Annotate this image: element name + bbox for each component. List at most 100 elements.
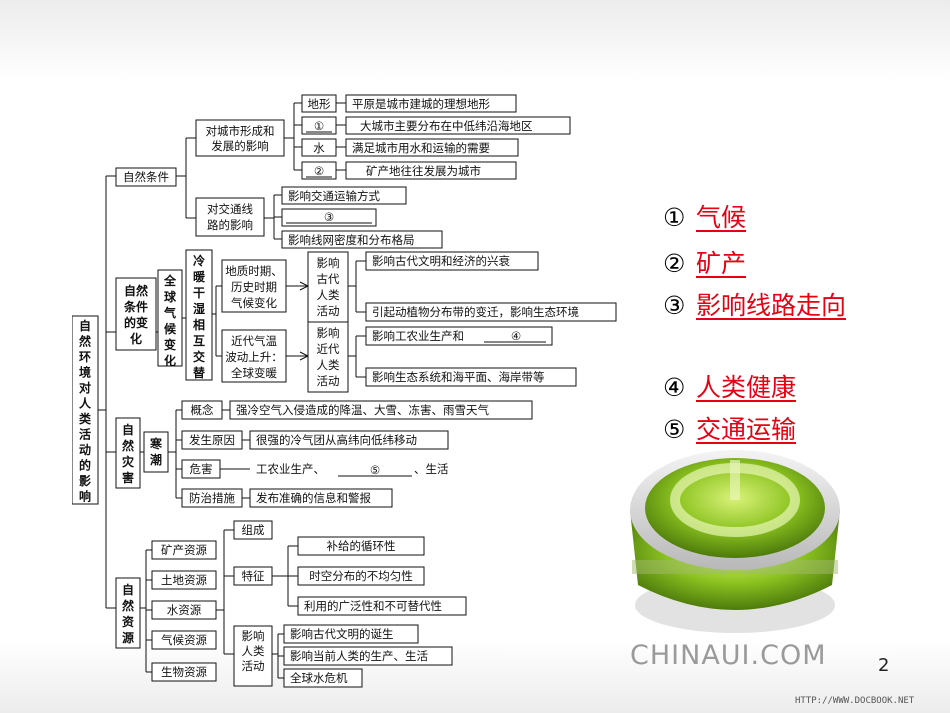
city-item-mineral: 矿产地往往发展为城市	[366, 164, 481, 178]
city-item-terrain: 平原是城市建城的理想地形	[352, 97, 490, 111]
node-cold-wave	[143, 431, 169, 473]
disaster-text-harm-tail: 、生活	[414, 462, 449, 476]
global-text-char: 候	[164, 321, 177, 336]
answer-5-num: ⑤	[663, 415, 686, 444]
node-condition-change	[115, 277, 157, 351]
traffic-item-mode: 影响交通运输方式	[288, 189, 380, 203]
influence-ancient: 影响古代文明的诞生	[290, 627, 394, 641]
geologic-item-ecology: 引起动植物分布带的变迁，影响生态环境	[372, 305, 579, 319]
condition-change-l4: 化	[130, 331, 142, 346]
node-traffic-influence	[195, 197, 265, 237]
root-text-char: 的	[79, 458, 91, 473]
cycle-text-char: 互	[193, 334, 205, 348]
modern-item-industry: 影响工农业生产和	[372, 329, 464, 343]
disaster-key-cause: 发生原因	[189, 433, 235, 447]
condition-change-l1: 自然	[124, 283, 148, 298]
power-button-logo-icon	[630, 450, 840, 633]
global-text-char: 全	[163, 273, 177, 288]
city-item-water: 满足城市用水和运输的需要	[352, 141, 490, 155]
node-city-influence	[195, 119, 285, 157]
modern-impact-l3: 人类	[317, 358, 340, 372]
modern-impact-l1: 影响	[317, 326, 340, 340]
city-key-water: 水	[313, 141, 325, 155]
influence-l3: 活动	[242, 659, 265, 673]
page-number: 2	[878, 655, 890, 676]
geologic-l1: 地质时期、	[225, 264, 283, 278]
node-resource-influence	[233, 625, 273, 687]
geologic-l2: 历史时期	[231, 280, 277, 294]
answer-4-num: ④	[663, 373, 686, 402]
global-text-char: 气	[163, 305, 176, 320]
modern-l2: 波动上升：	[225, 350, 283, 364]
node-ancient-impact	[307, 251, 349, 323]
cycle-text-char: 交	[193, 349, 205, 364]
city-item-coastal: 大城市主要分布在中低纬沿海地区	[360, 119, 533, 133]
answer-2: ② 矿产	[663, 246, 746, 282]
city-label-2: 发展的影响	[211, 139, 269, 153]
resource-feature: 特征	[242, 569, 265, 583]
root-text-char: 然	[79, 334, 91, 349]
influence-water-crisis: 全球水危机	[290, 671, 348, 685]
disaster-blank-5: ⑤	[370, 463, 380, 477]
answer-2-text: 矿产	[696, 249, 747, 278]
global-text-char: 球	[164, 289, 177, 304]
disaster-key-prevention: 防治措施	[189, 491, 235, 505]
resource-biological: 生物资源	[161, 665, 207, 679]
root-text-char: 对	[79, 380, 91, 395]
cycle-text-char: 干	[193, 286, 205, 300]
ancient-l2: 古代	[317, 272, 340, 286]
node-resources	[115, 577, 141, 649]
resources-l4: 源	[122, 630, 134, 645]
condition-change-l2: 条件	[123, 299, 148, 314]
disaster-l2: 然	[122, 438, 134, 453]
modern-l3: 全球变暖	[231, 366, 277, 380]
condition-change-l3: 的变	[124, 315, 148, 330]
root-node	[72, 315, 99, 505]
node-cycle	[185, 249, 213, 381]
root-text-char: 环	[79, 350, 91, 364]
feature-uneven: 时空分布的不均匀性	[309, 569, 413, 583]
global-text-char: 变	[164, 337, 176, 352]
disaster-text-concept: 强冷空气入侵造成的降温、大雪、冻害、雨雪天气	[236, 403, 489, 417]
disaster-l3: 灾	[122, 454, 135, 469]
cycle-text-char: 相	[193, 317, 205, 332]
answer-5-text: 交通运输	[696, 415, 797, 444]
root-text-char: 影	[79, 473, 91, 488]
node-disaster	[115, 417, 141, 489]
cycle-text-char: 冷	[193, 253, 205, 268]
answer-3-num: ③	[663, 291, 686, 320]
resource-mineral: 矿产资源	[161, 543, 207, 557]
answer-4: ④ 人类健康	[663, 370, 796, 406]
root-text-char: 响	[79, 489, 91, 504]
disaster-text-harm: 工农业生产、	[256, 462, 325, 476]
top-gradient-band	[0, 0, 950, 80]
answer-2-num: ②	[663, 249, 686, 278]
resource-composition: 组成	[242, 523, 265, 537]
node-modern-impact	[307, 321, 349, 393]
answer-4-text: 人类健康	[696, 373, 797, 402]
root-text-char: 人	[79, 396, 92, 411]
city-key-terrain: 地形	[308, 97, 331, 111]
traffic-item-blank-3: ③	[324, 210, 334, 224]
cold-wave-l2: 潮	[150, 452, 162, 467]
node-geologic	[221, 259, 287, 313]
root-text-char: 活	[79, 427, 91, 442]
modern-item-ecosystem: 影响生态系统和海平面、海岸带等	[372, 370, 545, 384]
city-label-1: 对城市形成和	[206, 124, 275, 138]
node-natural-conditions	[115, 167, 177, 187]
resource-climate: 气候资源	[161, 633, 207, 647]
geologic-item-civilization: 影响古代文明和经济的兴衰	[372, 254, 510, 268]
brand-wordmark: CHINAUI.COM	[630, 640, 827, 671]
traffic-label-2: 路的影响	[207, 218, 253, 232]
feature-irreplaceable: 利用的广泛性和不可替代性	[304, 599, 442, 613]
feature-cycle: 补给的循环性	[327, 539, 396, 553]
answer-1-text: 气候	[696, 203, 747, 232]
city-key-blank-1: ①	[314, 119, 324, 133]
global-text-char: 化	[164, 353, 176, 368]
node-modern	[221, 329, 287, 383]
traffic-label-1: 对交通线	[207, 202, 253, 216]
